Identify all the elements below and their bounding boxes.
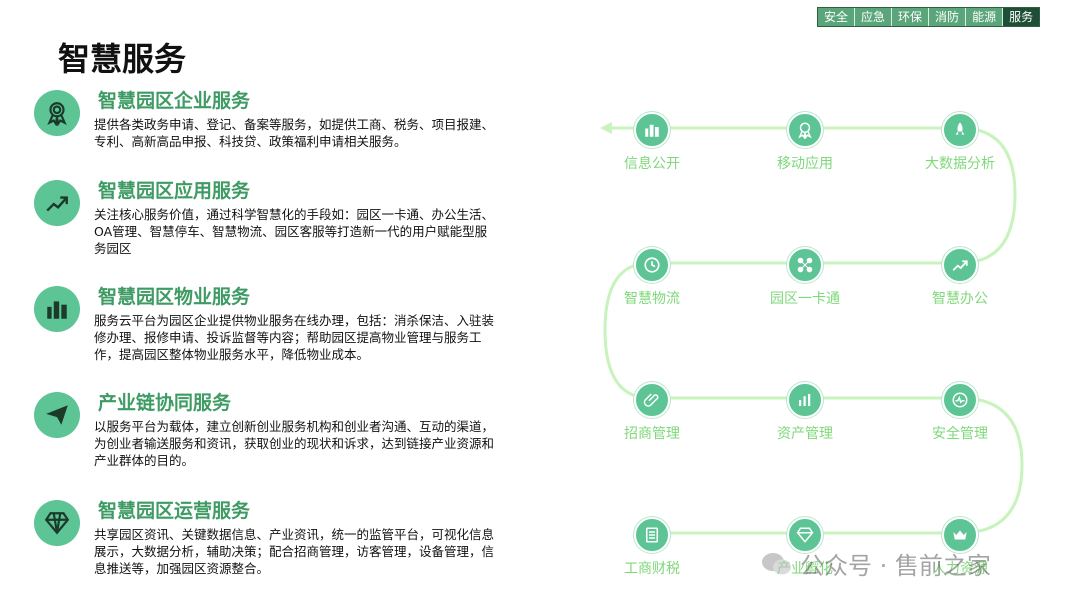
service-title: 产业链协同服务: [98, 392, 232, 414]
flow-node: 信息公开: [582, 112, 722, 173]
diamond-icon: [787, 517, 823, 553]
service-title: 智慧园区企业服务: [98, 90, 251, 112]
flow-node: 智慧办公: [890, 247, 1030, 308]
service-desc: 以服务平台为载体，建立创新创业服务机构和创业者沟通、互动的渠道，为创业者输送服务…: [94, 419, 495, 468]
flow-node-label: 工商财税: [624, 561, 680, 577]
flow-node-label: 安全管理: [932, 426, 988, 442]
trend-chart-icon: [942, 247, 978, 283]
diamond-icon: [34, 500, 80, 546]
flow-node-label: 资产管理: [777, 426, 833, 442]
flow-node: 工商财税: [582, 517, 722, 578]
service-title: 智慧园区运营服务: [98, 500, 251, 522]
service-item: 智慧园区应用服务 关注核心服务价值，通过科学智慧化的手段如：园区一卡通、办公生活…: [34, 180, 504, 260]
flow-node: 人力资源: [890, 517, 1030, 578]
flow-node-label: 移动应用: [777, 156, 833, 172]
tab-emergency[interactable]: 应急: [855, 8, 893, 26]
flow-node: 资产管理: [735, 382, 875, 443]
buildings-icon: [34, 286, 80, 332]
pulse-icon: [942, 382, 978, 418]
network-icon: [787, 247, 823, 283]
flow-node-label: 招商管理: [624, 426, 680, 442]
flow-node: 安全管理: [890, 382, 1030, 443]
tab-service[interactable]: 服务: [1003, 8, 1040, 26]
flow-node: 招商管理: [582, 382, 722, 443]
watermark: 公众号 · 售前之家: [760, 546, 991, 581]
clock-icon: [634, 247, 670, 283]
flow-node-label: 信息公开: [624, 156, 680, 172]
rocket-icon: [942, 112, 978, 148]
buildings-icon: [634, 112, 670, 148]
service-desc: 提供各类政务申请、登记、备案等服务，如提供工商、税务、项目报建、专利、高新高品申…: [94, 117, 495, 149]
service-title: 智慧园区物业服务: [98, 286, 251, 308]
wechat-logo-icon: [762, 552, 791, 574]
crown-icon: [942, 517, 978, 553]
service-title: 智慧园区应用服务: [98, 180, 251, 202]
flow-node-label: 智慧办公: [932, 291, 988, 307]
flow-node: 移动应用: [735, 112, 875, 173]
page-title: 智慧服务: [58, 40, 187, 78]
tab-energy[interactable]: 能源: [966, 8, 1004, 26]
bar-chart-icon: [787, 382, 823, 418]
tab-safety[interactable]: 安全: [818, 8, 856, 26]
watermark-text: 公众号 · 售前之家: [800, 552, 991, 580]
top-nav: 安全 应急 环保 消防 能源 服务: [817, 7, 1041, 27]
flow-node-label: 产业孵化: [777, 561, 833, 577]
service-item: 智慧园区物业服务 服务云平台为园区企业提供物业服务在线办理，包括：消杀保洁、入驻…: [34, 286, 504, 366]
service-desc: 共享园区资讯、关键数据信息、产业资讯，统一的监管平台，可视化信息展示，大数据分析…: [94, 527, 495, 576]
service-desc: 关注核心服务价值，通过科学智慧化的手段如：园区一卡通、办公生活、OA管理、智慧停…: [94, 207, 495, 256]
flow-node-label: 大数据分析: [925, 156, 995, 172]
tab-environment[interactable]: 环保: [892, 8, 930, 26]
trend-chart-icon: [34, 180, 80, 226]
service-item: 智慧园区企业服务 提供各类政务申请、登记、备案等服务，如提供工商、税务、项目报建…: [34, 90, 504, 160]
tab-fire[interactable]: 消防: [929, 8, 967, 26]
flow-node-label: 智慧物流: [624, 291, 680, 307]
service-item: 产业链协同服务 以服务平台为载体，建立创新创业服务机构和创业者沟通、互动的渠道，…: [34, 392, 504, 472]
award-medal-icon: [34, 90, 80, 136]
service-desc: 服务云平台为园区企业提供物业服务在线办理，包括：消杀保洁、入驻装修办理、报修申请…: [94, 313, 495, 362]
flow-node: 大数据分析: [890, 112, 1030, 173]
flow-node-label: 人力资源: [932, 561, 988, 577]
flow-node: 园区一卡通: [735, 247, 875, 308]
document-list-icon: [634, 517, 670, 553]
paper-plane-icon: [34, 392, 80, 438]
paperclip-icon: [634, 382, 670, 418]
service-item: 智慧园区运营服务 共享园区资讯、关键数据信息、产业资讯，统一的监管平台，可视化信…: [34, 500, 504, 580]
flow-node: 智慧物流: [582, 247, 722, 308]
flow-node: 产业孵化: [735, 517, 875, 578]
flow-node-label: 园区一卡通: [770, 291, 840, 307]
award-medal-icon: [787, 112, 823, 148]
